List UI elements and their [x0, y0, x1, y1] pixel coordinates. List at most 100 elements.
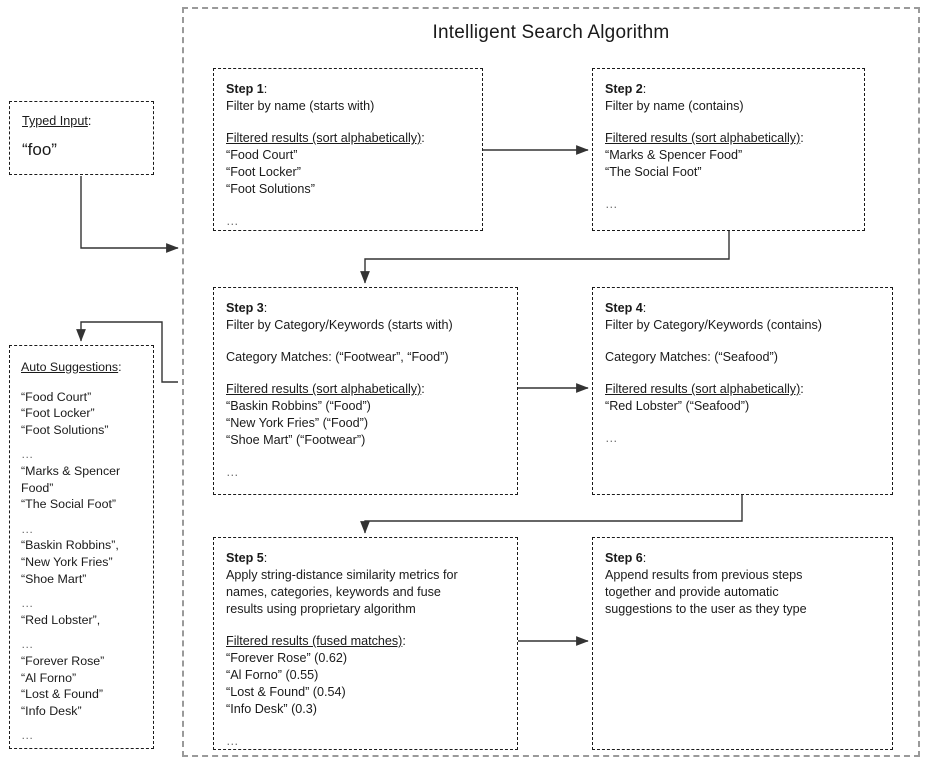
result-item: “Foot Solutions”: [226, 182, 315, 196]
typed-input-box: Typed Input: “foo”: [9, 101, 154, 175]
results-label-colon: :: [402, 634, 406, 648]
suggestion-item[interactable]: “New York Fries”: [21, 554, 113, 569]
step-title: Step 2:: [605, 81, 853, 98]
step-description-line: Filter by Category/Keywords (contains): [605, 318, 822, 332]
results-ellipsis: …: [226, 465, 240, 479]
step-box-6: Step 6:Append results from previous step…: [592, 537, 893, 750]
spacer: [226, 198, 471, 213]
results-ellipsis: …: [605, 431, 619, 445]
typed-input-label-colon: :: [87, 114, 92, 128]
step-title-colon: :: [263, 82, 268, 96]
spacer: [605, 115, 853, 130]
result-item: “Marks & Spencer Food”: [605, 148, 743, 162]
result-item: “Baskin Robbins” (“Food”): [226, 399, 371, 413]
step-title-name: Step 6: [605, 551, 643, 565]
result-item: “New York Fries” (“Food”): [226, 416, 369, 430]
results-label-colon: :: [800, 382, 804, 396]
diagram-title: Intelligent Search Algorithm: [432, 22, 670, 43]
spacer: [226, 115, 471, 130]
typed-input-value[interactable]: “foo”: [22, 140, 57, 159]
spacer: [605, 415, 881, 430]
connector-typed-input-to-algorithm: [80, 176, 179, 253]
step-title-colon: :: [642, 551, 647, 565]
step-title-name: Step 1: [226, 82, 264, 96]
step-description-line: Apply string-distance similarity metrics…: [226, 568, 458, 582]
results-label: Filtered results (sort alphabetically):: [226, 381, 506, 398]
step-description-line: suggestions to the user as they type: [605, 602, 807, 616]
suggestion-ellipsis: …: [21, 637, 35, 652]
step-title-colon: :: [263, 301, 268, 315]
category-matches: Category Matches: (“Footwear”, “Food”): [226, 350, 449, 364]
results-label-text: Filtered results (fused matches): [226, 634, 403, 648]
result-item: “Forever Rose” (0.62): [226, 651, 348, 665]
result-item: “Al Forno” (0.55): [226, 668, 319, 682]
step-box-4: Step 4:Filter by Category/Keywords (cont…: [592, 287, 893, 495]
typed-input-label: Typed Input:: [22, 113, 141, 130]
spacer: [226, 366, 506, 381]
step-box-3: Step 3: Filter by Category/Keywords (star…: [213, 287, 518, 495]
step-title-name: Step 3: [226, 301, 264, 315]
suggestion-item[interactable]: “Marks & Spencer: [21, 463, 121, 478]
suggestion-item[interactable]: “Baskin Robbins”,: [21, 538, 119, 553]
step-box-5: Step 5:Apply string-distance similarity …: [213, 537, 518, 750]
step-description-line: together and provide automatic: [605, 585, 779, 599]
suggestion-item[interactable]: “Food Court”: [21, 389, 92, 404]
results-label-text: Filtered results (sort alphabetically): [226, 382, 422, 396]
result-item: “Foot Locker”: [226, 165, 301, 179]
step-title: Step 1:: [226, 81, 471, 98]
result-item: “Food Court”: [226, 148, 298, 162]
spacer: [21, 719, 142, 727]
results-ellipsis: …: [226, 214, 240, 228]
result-item: “Lost & Found” (0.54): [226, 685, 346, 699]
step-title-colon: :: [263, 551, 268, 565]
step-title-name: Step 2: [605, 82, 643, 96]
spacer: [605, 181, 853, 196]
suggestion-item[interactable]: “The Social Foot”: [21, 497, 117, 512]
auto-suggestions-label-text: Auto Suggestions: [21, 360, 119, 374]
results-label-colon: :: [421, 131, 425, 145]
suggestion-item[interactable]: “Lost & Found”: [21, 687, 103, 702]
suggestion-ellipsis: …: [21, 596, 35, 611]
spacer: [21, 438, 142, 446]
suggestion-ellipsis: …: [21, 521, 35, 536]
results-ellipsis: …: [605, 197, 619, 211]
suggestion-item[interactable]: “Al Forno”: [21, 670, 77, 685]
spacer: [21, 513, 142, 521]
step-title: Step 6:: [605, 550, 881, 567]
step-description-line: results using proprietary algorithm: [226, 602, 416, 616]
results-label-text: Filtered results (sort alphabetically): [605, 382, 801, 396]
suggestion-item[interactable]: “Red Lobster”,: [21, 612, 101, 627]
suggestion-item[interactable]: “Forever Rose”: [21, 653, 105, 668]
step-description-line: Filter by Category/Keywords (starts with…: [226, 318, 453, 332]
suggestion-item[interactable]: “Foot Solutions”: [21, 422, 109, 437]
spacer: [21, 587, 142, 595]
results-label-text: Filtered results (sort alphabetically): [605, 131, 801, 145]
auto-suggestions-box: Auto Suggestions: “Food Court” “Foot Lock…: [9, 345, 154, 749]
result-item: “Info Desk” (0.3): [226, 702, 317, 716]
spacer: [605, 334, 881, 349]
step-title-name: Step 4: [605, 301, 643, 315]
step-description-line: Append results from previous steps: [605, 568, 803, 582]
suggestion-ellipsis: …: [21, 728, 35, 743]
step-title-colon: :: [642, 301, 647, 315]
step-description-line: names, categories, keywords and fuse: [226, 585, 441, 599]
results-ellipsis: …: [226, 734, 240, 748]
auto-suggestions-label-colon: :: [118, 360, 122, 374]
spacer: [605, 366, 881, 381]
spacer: [226, 618, 506, 633]
suggestion-item[interactable]: “Shoe Mart”: [21, 571, 87, 586]
results-label: Filtered results (sort alphabetically):: [226, 130, 471, 147]
step-title-colon: :: [642, 82, 647, 96]
step-title: Step 4:: [605, 300, 881, 317]
suggestion-item[interactable]: Food”: [21, 480, 54, 495]
suggestion-item[interactable]: “Foot Locker”: [21, 406, 95, 421]
step-box-1: Step 1:Filter by name (starts with)Filte…: [213, 68, 483, 231]
results-label: Filtered results (fused matches):: [226, 633, 506, 650]
algorithm-container: [182, 7, 920, 757]
suggestion-item[interactable]: “Info Desk”: [21, 703, 82, 718]
results-label-colon: :: [800, 131, 804, 145]
results-label-text: Filtered results (sort alphabetically): [226, 131, 422, 145]
result-item: “Red Lobster” (“Seafood”): [605, 399, 750, 413]
step-description-line: Filter by name (starts with): [226, 99, 375, 113]
